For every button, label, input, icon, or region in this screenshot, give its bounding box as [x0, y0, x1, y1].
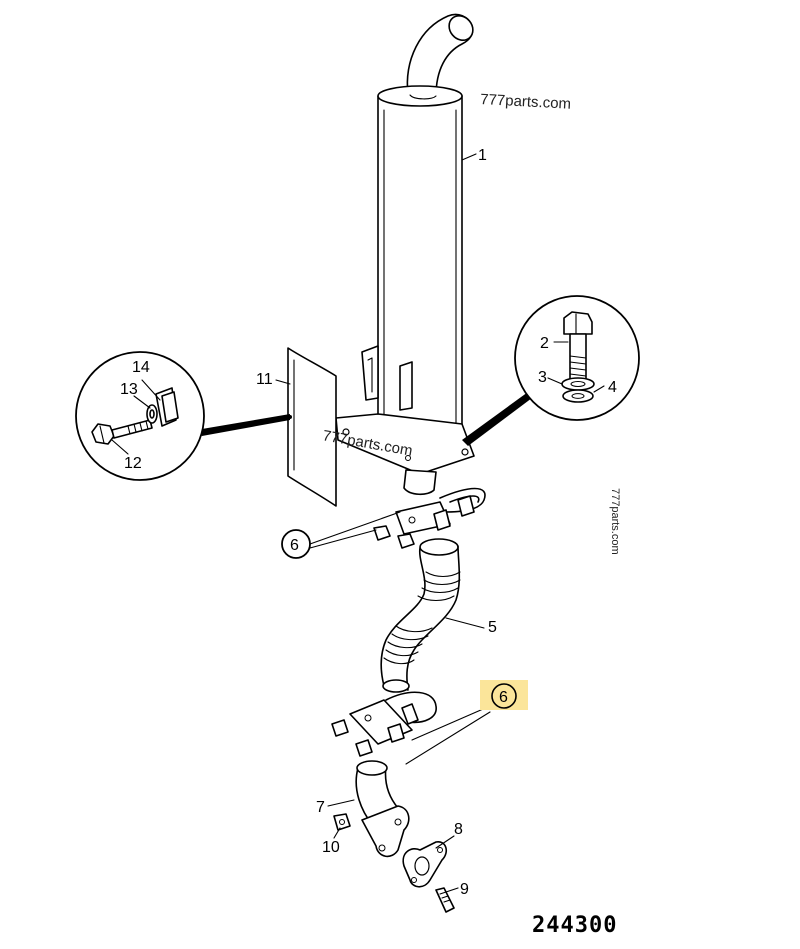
callouts: 1 2 3 4 5 6 6 7 8 9 10 11 12 13 14	[120, 147, 617, 898]
callout-10[interactable]: 10	[322, 839, 340, 856]
highlight-box	[480, 680, 528, 710]
callout-2[interactable]: 2	[540, 335, 549, 352]
callout-7[interactable]: 7	[316, 799, 325, 816]
washer-4[interactable]	[562, 389, 594, 403]
gasket-8[interactable]	[402, 841, 448, 888]
watermark-top: 777parts.com	[480, 91, 572, 113]
stud-9[interactable]	[435, 887, 455, 913]
upper-clamp[interactable]	[373, 487, 486, 549]
washer-3[interactable]	[561, 377, 595, 391]
callout-13[interactable]: 13	[120, 381, 138, 398]
callout-5[interactable]: 5	[488, 619, 497, 636]
callout-9[interactable]: 9	[460, 881, 469, 898]
watermark-side: 777parts.com	[609, 488, 621, 555]
detail-circle-right	[462, 295, 640, 446]
clip-nut-14[interactable]	[155, 387, 179, 427]
callout-6-lower-highlighted[interactable]: 6	[480, 680, 528, 710]
svg-text:6: 6	[499, 689, 508, 706]
callout-11[interactable]: 11	[256, 371, 273, 388]
muffler[interactable]	[335, 11, 478, 496]
callout-6-upper[interactable]: 6	[281, 529, 311, 559]
bolt-12[interactable]	[91, 419, 153, 445]
callout-8[interactable]: 8	[454, 821, 463, 838]
lower-clamp[interactable]	[331, 691, 437, 757]
flexible-pipe[interactable]	[380, 538, 461, 693]
drawing-number: 244300	[532, 913, 617, 938]
callout-12[interactable]: 12	[124, 455, 142, 472]
leader-lines	[275, 153, 491, 893]
heat-shield[interactable]	[287, 347, 337, 507]
callout-14[interactable]: 14	[132, 359, 150, 376]
washer-13[interactable]	[146, 404, 158, 424]
svg-text:6: 6	[290, 537, 299, 554]
detail-circle-left	[75, 351, 290, 481]
elbow-pipe[interactable]	[355, 760, 410, 858]
nut-10[interactable]	[333, 813, 351, 831]
callout-1[interactable]: 1	[478, 147, 487, 164]
callout-3[interactable]: 3	[538, 369, 547, 386]
callout-4[interactable]: 4	[608, 379, 617, 396]
